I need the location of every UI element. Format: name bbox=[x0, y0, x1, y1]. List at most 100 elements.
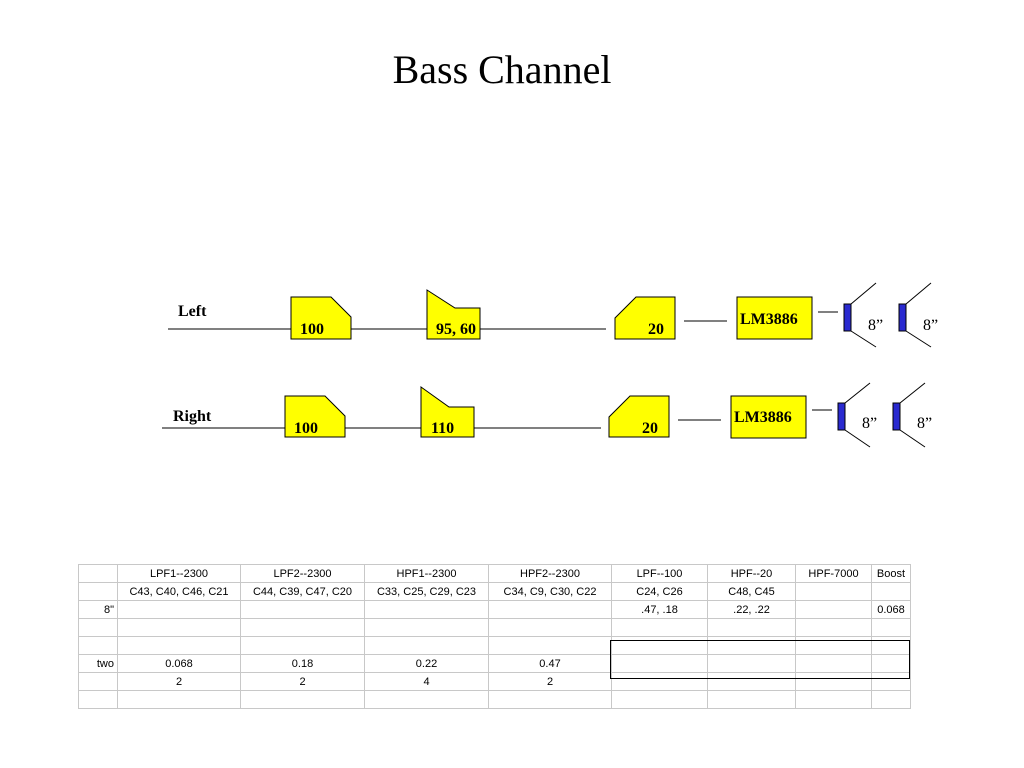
page-title: Bass Channel bbox=[392, 47, 612, 92]
table-cell: LPF2--2300 bbox=[240, 564, 365, 583]
right-channel: Right 100 110 20 LM3886 8” 8” bbox=[162, 382, 932, 448]
table-cell bbox=[364, 600, 489, 619]
table-cell bbox=[78, 690, 118, 709]
table-cell bbox=[611, 636, 708, 655]
left-hpf-block bbox=[614, 296, 676, 340]
table-cell bbox=[795, 690, 872, 709]
table-cell bbox=[488, 690, 612, 709]
left-hpf-value: 20 bbox=[648, 321, 664, 338]
table-cell: HPF--20 bbox=[707, 564, 796, 583]
right-hpf-value: 20 bbox=[642, 420, 658, 437]
table-cell bbox=[78, 564, 118, 583]
table-cell bbox=[871, 636, 911, 655]
right-channel-label: Right bbox=[173, 408, 212, 425]
table-cell bbox=[707, 618, 796, 637]
right-hpf-block bbox=[608, 395, 670, 438]
table-cell bbox=[707, 654, 796, 673]
bass-channel-diagram: Left 100 95, 60 20 LM3886 8” 8” bbox=[162, 282, 938, 448]
left-channel: Left 100 95, 60 20 LM3886 8” 8” bbox=[168, 282, 938, 348]
table-cell bbox=[364, 636, 489, 655]
right-speaker-1-label: 8” bbox=[862, 415, 877, 432]
table-cell bbox=[78, 618, 118, 637]
table-cell: 2 bbox=[240, 672, 365, 691]
table-cell bbox=[707, 636, 796, 655]
left-speaker-1-magnet bbox=[843, 303, 852, 332]
table-cell bbox=[611, 690, 708, 709]
left-speaker-1: 8” bbox=[843, 282, 883, 348]
table-cell: LPF--100 bbox=[611, 564, 708, 583]
table-cell bbox=[240, 600, 365, 619]
table-cell bbox=[364, 690, 489, 709]
table-cell: HPF2--2300 bbox=[488, 564, 612, 583]
table-cell: C44, C39, C47, C20 bbox=[240, 582, 365, 601]
table-cell bbox=[795, 636, 872, 655]
table-cell: 0.22 bbox=[364, 654, 489, 673]
table-cell: C43, C40, C46, C21 bbox=[117, 582, 241, 601]
table-cell: C33, C25, C29, C23 bbox=[364, 582, 489, 601]
left-lpf1-block bbox=[290, 296, 352, 340]
right-amp-block bbox=[730, 395, 807, 439]
table-cell: 2 bbox=[488, 672, 612, 691]
table-cell bbox=[871, 672, 911, 691]
table-cell: 2 bbox=[117, 672, 241, 691]
table-cell bbox=[795, 672, 872, 691]
table-cell bbox=[488, 600, 612, 619]
table-cell: HPF1--2300 bbox=[364, 564, 489, 583]
table-cell bbox=[871, 654, 911, 673]
table-cell bbox=[78, 672, 118, 691]
table-cell bbox=[795, 654, 872, 673]
left-speaker-2-magnet bbox=[898, 303, 907, 332]
right-lpf1-block bbox=[284, 395, 346, 438]
table-cell bbox=[240, 636, 365, 655]
table-cell bbox=[795, 600, 872, 619]
table-cell bbox=[871, 582, 911, 601]
table-cell bbox=[707, 690, 796, 709]
right-speaker-1-magnet bbox=[837, 402, 846, 431]
table-cell: 0.068 bbox=[117, 654, 241, 673]
table-cell: .47, .18 bbox=[611, 600, 708, 619]
table-cell bbox=[488, 618, 612, 637]
left-channel-label: Left bbox=[178, 303, 207, 320]
left-speaker-2: 8” bbox=[898, 282, 938, 348]
table-cell: Boost bbox=[871, 564, 911, 583]
table-cell bbox=[117, 618, 241, 637]
left-lpf2-value: 95, 60 bbox=[436, 321, 476, 338]
table-cell bbox=[488, 636, 612, 655]
table-cell bbox=[707, 672, 796, 691]
table-cell bbox=[871, 618, 911, 637]
left-amp-block bbox=[736, 296, 813, 340]
table-cell bbox=[78, 582, 118, 601]
right-lpf2-block bbox=[420, 386, 475, 438]
table-cell bbox=[117, 690, 241, 709]
left-amp-label: LM3886 bbox=[740, 311, 798, 328]
right-lpf2-value: 110 bbox=[431, 420, 454, 437]
table-cell: 0.47 bbox=[488, 654, 612, 673]
table-cell: 8" bbox=[78, 600, 118, 619]
table-cell bbox=[611, 672, 708, 691]
table-cell: 4 bbox=[364, 672, 489, 691]
table-cell: two bbox=[78, 654, 118, 673]
table-cell bbox=[240, 618, 365, 637]
right-speaker-2: 8” bbox=[892, 382, 932, 448]
table-cell bbox=[795, 582, 872, 601]
right-lpf1-value: 100 bbox=[294, 420, 318, 437]
table-row bbox=[78, 618, 911, 637]
table-cell bbox=[240, 690, 365, 709]
right-speaker-1: 8” bbox=[837, 382, 877, 448]
left-lpf1-value: 100 bbox=[300, 321, 324, 338]
table-cell: C34, C9, C30, C22 bbox=[488, 582, 612, 601]
table-cell: .22, .22 bbox=[707, 600, 796, 619]
left-speaker-2-label: 8” bbox=[923, 317, 938, 334]
table-cell bbox=[871, 690, 911, 709]
table-cell bbox=[611, 618, 708, 637]
right-speaker-2-label: 8” bbox=[917, 415, 932, 432]
table-cell bbox=[795, 618, 872, 637]
table-cell bbox=[117, 636, 241, 655]
right-speaker-2-magnet bbox=[892, 402, 901, 431]
